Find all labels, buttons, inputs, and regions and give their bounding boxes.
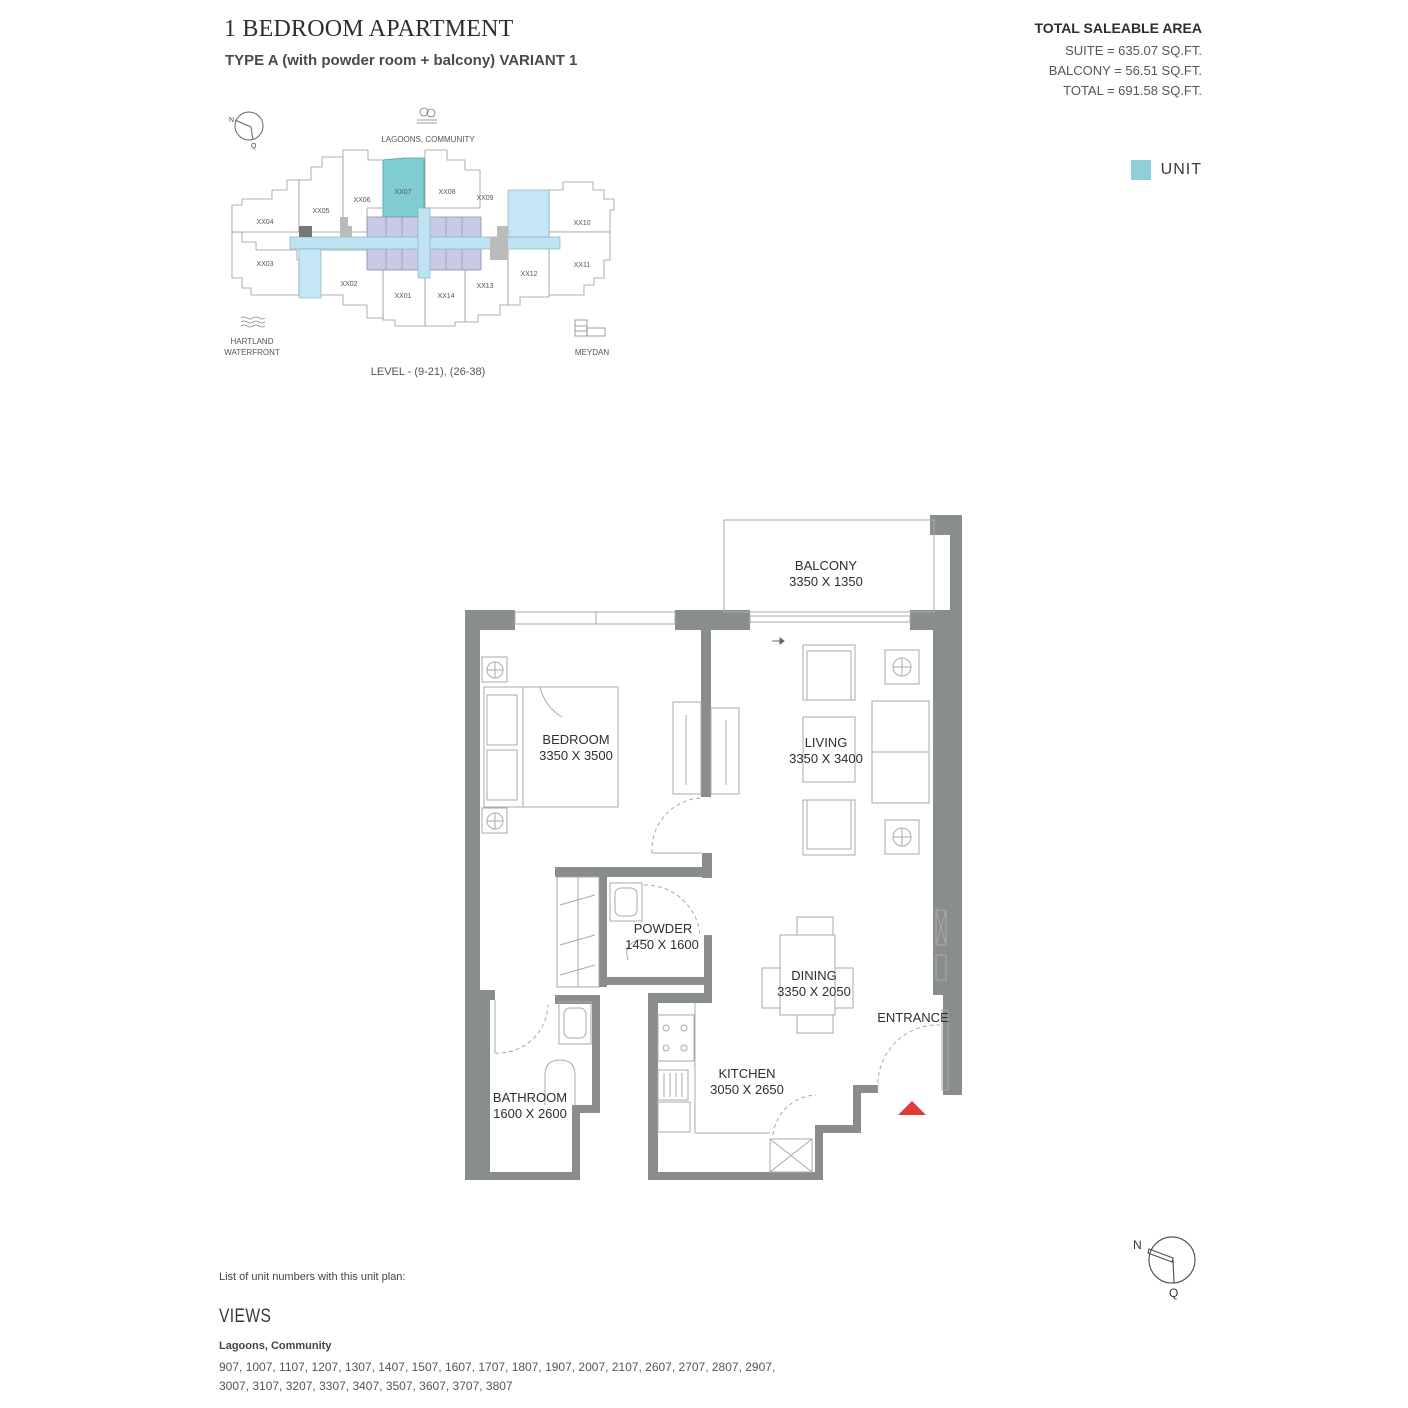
windows — [514, 611, 949, 1091]
room-powder-name: POWDER — [634, 921, 693, 936]
key-plan-meydan: MEYDAN — [575, 348, 609, 357]
page-title: 1 BEDROOM APARTMENT — [224, 16, 514, 42]
room-bathroom-name: BATHROOM — [493, 1090, 567, 1105]
label-xx02: XX02 — [340, 281, 357, 288]
unit-xx11 — [548, 231, 611, 296]
key-plan-compass-q: Q — [251, 143, 257, 150]
shaft-right — [507, 189, 550, 238]
suite-area: SUITE = 635.07 SQ.FT. — [1065, 43, 1202, 58]
unit-list-caption: List of unit numbers with this unit plan… — [219, 1271, 406, 1283]
compass-n: N — [1133, 1238, 1142, 1252]
corridor-vertical — [417, 207, 431, 279]
unit-xx04 — [231, 179, 300, 233]
room-balcony-dims: 3350 X 1350 — [789, 574, 863, 589]
room-dining-name: DINING — [791, 968, 837, 983]
waterfront-icon — [240, 316, 266, 328]
unit-legend: UNIT — [1130, 160, 1202, 180]
key-plan-hartland: HARTLAND — [231, 337, 274, 346]
key-plan-waterfront: WATERFRONT — [224, 348, 280, 357]
label-xx13: XX13 — [476, 283, 493, 290]
key-plan-compass-icon: N Q — [229, 111, 264, 150]
service-right — [490, 226, 508, 260]
balcony-outline — [723, 519, 935, 613]
view-name: Lagoons, Community — [219, 1340, 332, 1352]
compass: N Q — [1120, 1225, 1210, 1310]
key-plan-compass-n: N — [229, 117, 234, 124]
unit-xx09 — [424, 149, 481, 209]
label-xx09: XX09 — [476, 195, 493, 202]
room-bedroom-dims: 3350 X 3500 — [539, 748, 613, 763]
saleable-area-summary: TOTAL SALEABLE AREA SUITE = 635.07 SQ.FT… — [1035, 20, 1203, 101]
meydan-icon — [574, 319, 606, 337]
label-xx03: XX03 — [256, 261, 273, 268]
room-kitchen-name: KITCHEN — [718, 1066, 775, 1081]
saleable-area-heading: TOTAL SALEABLE AREA — [1034, 20, 1203, 36]
key-plan-level: LEVEL - (9-21), (26-38) — [371, 366, 486, 378]
label-xx10: XX10 — [573, 220, 590, 227]
lagoons-community-icon — [417, 107, 437, 124]
label-xx14: XX14 — [437, 293, 454, 300]
unit-xx07-shape — [382, 157, 425, 218]
unit-type-subtitle: TYPE A (with powder room + balcony) VARI… — [225, 52, 578, 69]
service-left — [340, 217, 352, 237]
room-balcony-name: BALCONY — [795, 558, 857, 573]
room-powder-dims: 1450 X 1600 — [625, 937, 699, 952]
label-xx07: XX07 — [394, 189, 411, 196]
unit-numbers-list: 907, 1007, 1107, 1207, 1307, 1407, 1507,… — [219, 1360, 776, 1393]
label-xx11: XX11 — [574, 262, 591, 269]
label-xx01: XX01 — [394, 293, 411, 300]
room-bedroom-name: BEDROOM — [542, 732, 609, 747]
shaft-left — [298, 248, 322, 299]
room-living-name: LIVING — [805, 735, 848, 750]
unit-legend-label: UNIT — [1160, 161, 1202, 178]
bedroom-furniture — [481, 656, 740, 854]
label-xx05: XX05 — [312, 208, 329, 215]
balcony-area: BALCONY = 56.51 SQ.FT. — [1048, 63, 1202, 78]
direction-arrow-icon — [772, 637, 785, 645]
key-plan: N Q LAGOONS, COMMUNITY XX04 — [215, 100, 625, 395]
key-plan-top-view: LAGOONS, COMMUNITY — [381, 135, 475, 144]
label-xx08: XX08 — [438, 189, 455, 196]
unit-xx05 — [298, 156, 344, 233]
service-dark — [299, 226, 312, 237]
label-xx04: XX04 — [256, 219, 273, 226]
compass-q: Q — [1169, 1286, 1178, 1300]
total-area: TOTAL = 691.58 SQ.FT. — [1063, 83, 1202, 98]
entrance-label: ENTRANCE — [877, 1010, 949, 1025]
entrance-marker-icon — [898, 1101, 926, 1115]
compass-circle-icon — [1148, 1236, 1196, 1284]
compass-needle-icon — [1147, 1248, 1174, 1263]
room-kitchen-dims: 3050 X 2650 — [710, 1082, 784, 1097]
walls — [465, 515, 962, 1180]
views-heading: VIEWS — [219, 1306, 272, 1327]
label-xx06: XX06 — [353, 197, 370, 204]
unit-legend-swatch — [1130, 160, 1151, 180]
room-living-dims: 3350 X 3400 — [789, 751, 863, 766]
room-bathroom-dims: 1600 X 2600 — [493, 1106, 567, 1121]
room-dining-dims: 3350 X 2050 — [777, 984, 851, 999]
unit-xx03 — [231, 205, 300, 296]
floor-plan: BALCONY 3350 X 1350 BEDROOM 3350 X 3500 … — [460, 505, 970, 1200]
living-furniture — [494, 644, 941, 1173]
label-xx12: XX12 — [520, 271, 537, 278]
